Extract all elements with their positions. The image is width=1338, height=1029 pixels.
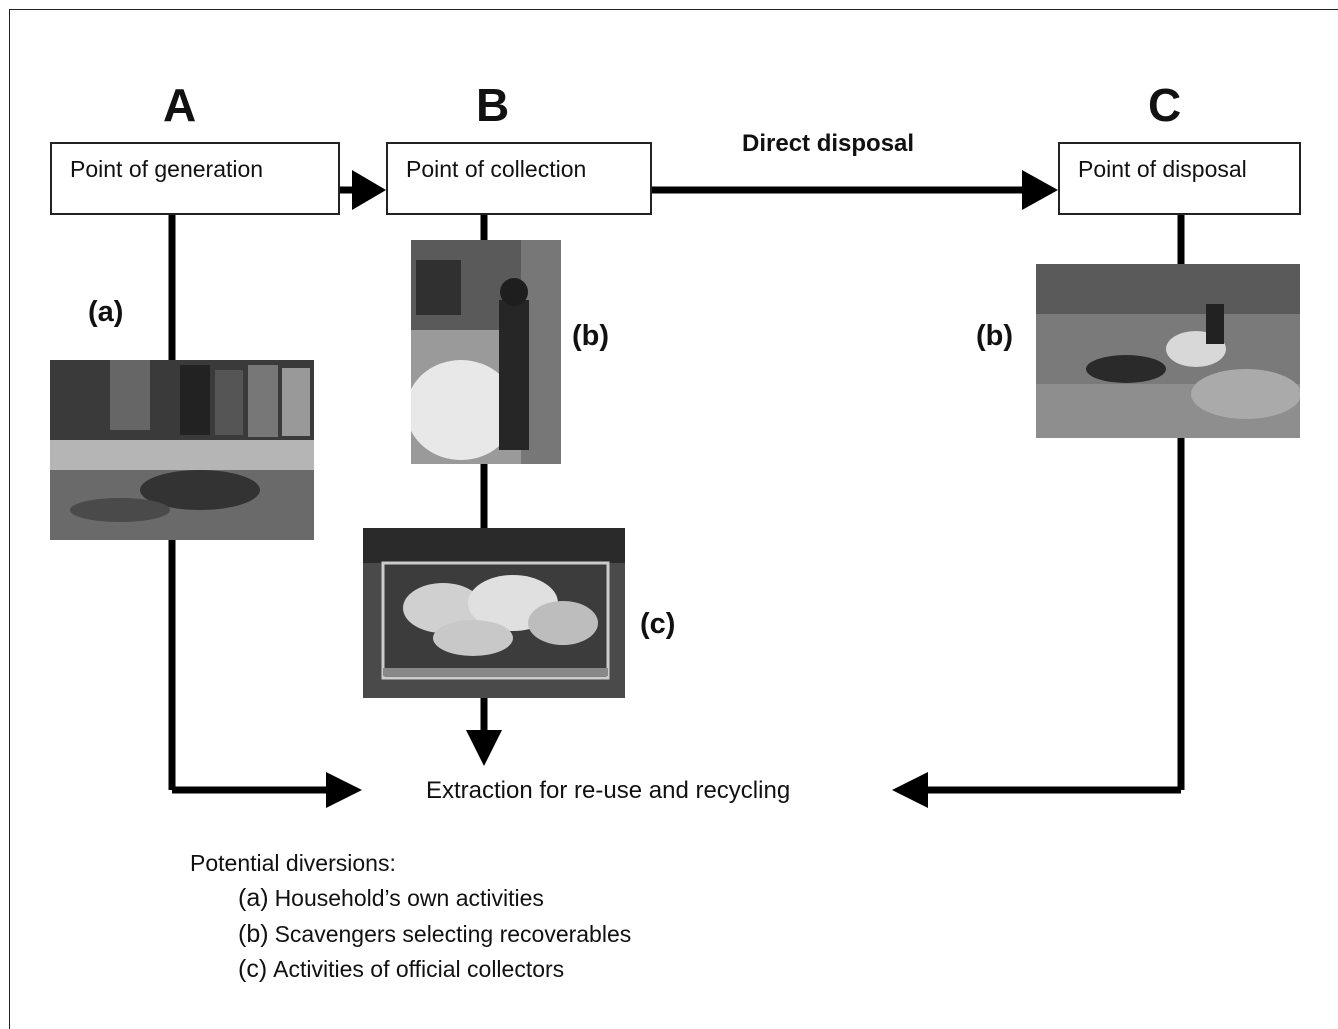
photo-household-activities xyxy=(50,360,314,540)
box-point-of-generation: Point of generation xyxy=(50,142,340,215)
legend-code: (a) xyxy=(238,884,269,912)
box-point-of-collection: Point of collection xyxy=(386,142,652,215)
label-b-collection: (b) xyxy=(572,320,610,352)
legend-code: (b) xyxy=(238,920,269,948)
legend-item-c: (c)Activities of official collectors xyxy=(238,955,564,984)
box-point-of-disposal: Point of disposal xyxy=(1058,142,1301,215)
legend-text: Scavengers selecting recoverables xyxy=(274,921,632,947)
photo-landfill-scavengers xyxy=(1036,264,1300,438)
arrowhead-from-generation xyxy=(326,772,362,808)
extraction-label: Extraction for re-use and recycling xyxy=(426,777,791,804)
box-collection-label: Point of collection xyxy=(406,156,587,182)
legend-title: Potential diversions: xyxy=(190,850,396,876)
direct-disposal-label: Direct disposal xyxy=(742,130,915,157)
arrowhead-to-collection xyxy=(352,170,386,210)
legend-code: (c) xyxy=(238,955,268,983)
box-disposal-label: Point of disposal xyxy=(1078,156,1247,182)
legend-text: Activities of official collectors xyxy=(273,956,565,982)
photo-scavenger-collection xyxy=(411,240,561,464)
label-b-disposal: (b) xyxy=(976,320,1014,352)
figure-frame xyxy=(9,9,1338,1029)
label-a-generation: (a) xyxy=(88,296,124,328)
stage-letter-b: B xyxy=(476,79,510,131)
legend-item-b: (b)Scavengers selecting recoverables xyxy=(238,920,631,949)
photo-official-collectors xyxy=(363,528,625,698)
stage-letter-c: C xyxy=(1148,79,1182,131)
arrowhead-from-disposal xyxy=(892,772,928,808)
box-generation-label: Point of generation xyxy=(70,156,264,182)
label-c-collection: (c) xyxy=(640,608,676,640)
legend-item-a: (a)Household’s own activities xyxy=(238,884,544,913)
legend-text: Household’s own activities xyxy=(274,885,544,911)
arrowhead-to-disposal xyxy=(1022,170,1058,210)
arrowhead-from-collection xyxy=(466,730,502,766)
stage-letter-a: A xyxy=(163,79,197,131)
